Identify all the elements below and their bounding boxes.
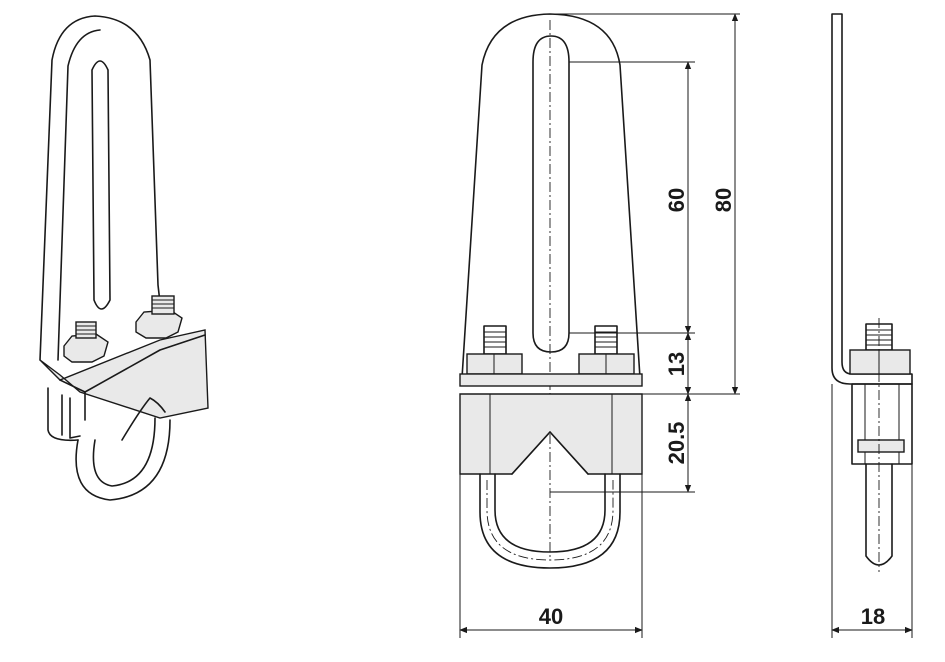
dim-width: 40 (539, 604, 563, 629)
nut-left (63, 321, 109, 363)
dimension-lines (459, 13, 913, 634)
dim-total-height: 80 (711, 188, 736, 212)
front-view (459, 13, 740, 638)
dim-slot-offset: 13 (664, 352, 689, 376)
dim-slot-length: 60 (664, 188, 689, 212)
dim-clamp-height: 20.5 (664, 422, 689, 465)
isometric-view (39, 15, 209, 501)
bolt-left (466, 325, 523, 375)
nut-right (135, 295, 183, 339)
side-view (831, 13, 913, 638)
dimension-labels: 60 80 13 20.5 40 18 (539, 188, 885, 629)
dim-side-width: 18 (861, 604, 885, 629)
